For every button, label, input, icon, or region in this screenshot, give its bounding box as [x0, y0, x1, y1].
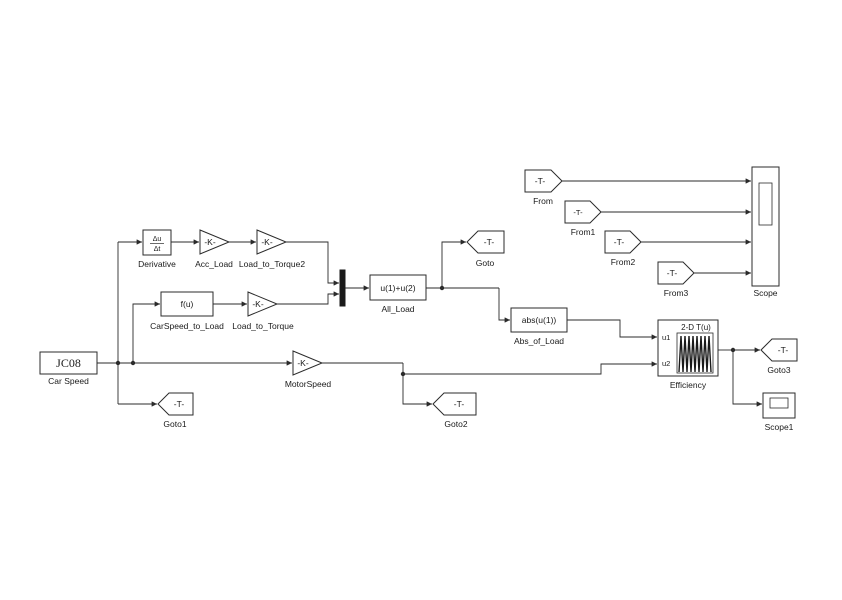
- all-load-label: All_Load: [381, 304, 414, 314]
- abs-of-load-block[interactable]: abs(u(1)) Abs_of_Load: [510, 307, 568, 346]
- goto2-text: -T-: [454, 399, 465, 409]
- from2-label: From2: [611, 257, 636, 267]
- from-label: From: [533, 196, 553, 206]
- mux-block[interactable]: [339, 269, 346, 307]
- wire-motorspeed-eff[interactable]: [402, 361, 657, 375]
- wire-ltt2-mux[interactable]: [286, 241, 339, 286]
- motor-speed-text: -K-: [297, 358, 309, 368]
- wire-to-goto[interactable]: [441, 239, 466, 288]
- carspeed-to-load-text: f(u): [181, 299, 194, 309]
- goto1-label: Goto1: [163, 419, 186, 429]
- derivative-block[interactable]: Δu Δt Derivative: [138, 229, 176, 269]
- scope1-label: Scope1: [765, 422, 794, 432]
- all-load-block[interactable]: u(1)+u(2) All_Load: [369, 274, 427, 314]
- load-to-torque2-gain[interactable]: -K- Load_to_Torque2: [239, 229, 305, 269]
- goto3-block[interactable]: -T- Goto3: [760, 338, 798, 375]
- carspeed-to-load-block[interactable]: f(u) CarSpeed_to_Load: [150, 291, 224, 331]
- from3-text: -T-: [667, 268, 678, 278]
- car-speed-label: Car Speed: [48, 376, 89, 386]
- efficiency-title: 2-D T(u): [681, 323, 711, 332]
- derivative-label: Derivative: [138, 259, 176, 269]
- branch-points: [115, 285, 736, 377]
- efficiency-port-u2: u2: [662, 359, 670, 368]
- wire-to-goto2[interactable]: [402, 374, 432, 407]
- branch-dot: [400, 371, 406, 377]
- goto2-label: Goto2: [444, 419, 467, 429]
- from-text: -T-: [535, 176, 546, 186]
- motor-speed-label: MotorSpeed: [285, 379, 332, 389]
- goto2-block[interactable]: -T- Goto2: [432, 392, 477, 429]
- from2-block[interactable]: -T- From2: [604, 230, 642, 267]
- signal-lines: [97, 178, 762, 407]
- from3-label: From3: [664, 288, 689, 298]
- from1-block[interactable]: -T- From1: [564, 200, 602, 237]
- from2-text: -T-: [614, 237, 625, 247]
- from1-label: From1: [571, 227, 596, 237]
- car-speed-text: JC08: [56, 356, 81, 370]
- efficiency-lookup-block[interactable]: 2-D T(u) u1 u2 Efficiency: [657, 319, 719, 390]
- acc-load-gain[interactable]: -K- Acc_Load: [195, 229, 233, 269]
- carspeed-to-load-label: CarSpeed_to_Load: [150, 321, 224, 331]
- abs-of-load-label: Abs_of_Load: [514, 336, 564, 346]
- load-to-torque2-text: -K-: [261, 237, 273, 247]
- all-load-text: u(1)+u(2): [380, 283, 415, 293]
- car-speed-block[interactable]: JC08 Car Speed: [39, 351, 98, 386]
- derivative-num: Δu: [153, 236, 162, 243]
- load-to-torque-label: Load_to_Torque: [232, 321, 294, 331]
- scope1-block[interactable]: Scope1: [762, 392, 796, 432]
- load-to-torque-gain[interactable]: -K- Load_to_Torque: [232, 291, 294, 331]
- goto-block[interactable]: -T- Goto: [466, 230, 505, 268]
- branch-dot: [439, 285, 445, 291]
- efficiency-port-u1: u1: [662, 333, 670, 342]
- motor-speed-gain[interactable]: -K- MotorSpeed: [285, 350, 332, 389]
- wire-abs-eff[interactable]: [567, 319, 657, 340]
- wire-to-scope1[interactable]: [732, 350, 762, 407]
- scope-block[interactable]: Scope: [751, 166, 780, 298]
- scope-label: Scope: [753, 288, 777, 298]
- branch-dot: [115, 360, 121, 366]
- from-block[interactable]: -T- From: [524, 169, 563, 206]
- acc-load-text: -K-: [204, 237, 216, 247]
- abs-of-load-text: abs(u(1)): [522, 315, 557, 325]
- load-to-torque-text: -K-: [252, 299, 264, 309]
- efficiency-label: Efficiency: [670, 380, 707, 390]
- wire-to-abs[interactable]: [498, 288, 510, 323]
- goto1-text: -T-: [174, 399, 185, 409]
- acc-load-label: Acc_Load: [195, 259, 233, 269]
- branch-dot: [730, 347, 736, 353]
- goto-label: Goto: [476, 258, 495, 268]
- goto1-block[interactable]: -T- Goto1: [157, 392, 194, 429]
- from3-block[interactable]: -T- From3: [657, 261, 695, 298]
- wire-to-fu[interactable]: [132, 301, 160, 363]
- goto-text: -T-: [484, 237, 495, 247]
- load-to-torque2-label: Load_to_Torque2: [239, 259, 305, 269]
- scope-screen-icon: [758, 182, 773, 226]
- wire-ltt-mux[interactable]: [277, 291, 339, 305]
- scope1-screen-icon: [769, 397, 789, 409]
- derivative-den: Δt: [154, 246, 161, 253]
- goto3-text: -T-: [778, 345, 789, 355]
- from1-text: -T-: [573, 208, 583, 217]
- branch-dot: [130, 360, 136, 366]
- goto3-label: Goto3: [767, 365, 790, 375]
- lookup-table-icon: [676, 332, 714, 374]
